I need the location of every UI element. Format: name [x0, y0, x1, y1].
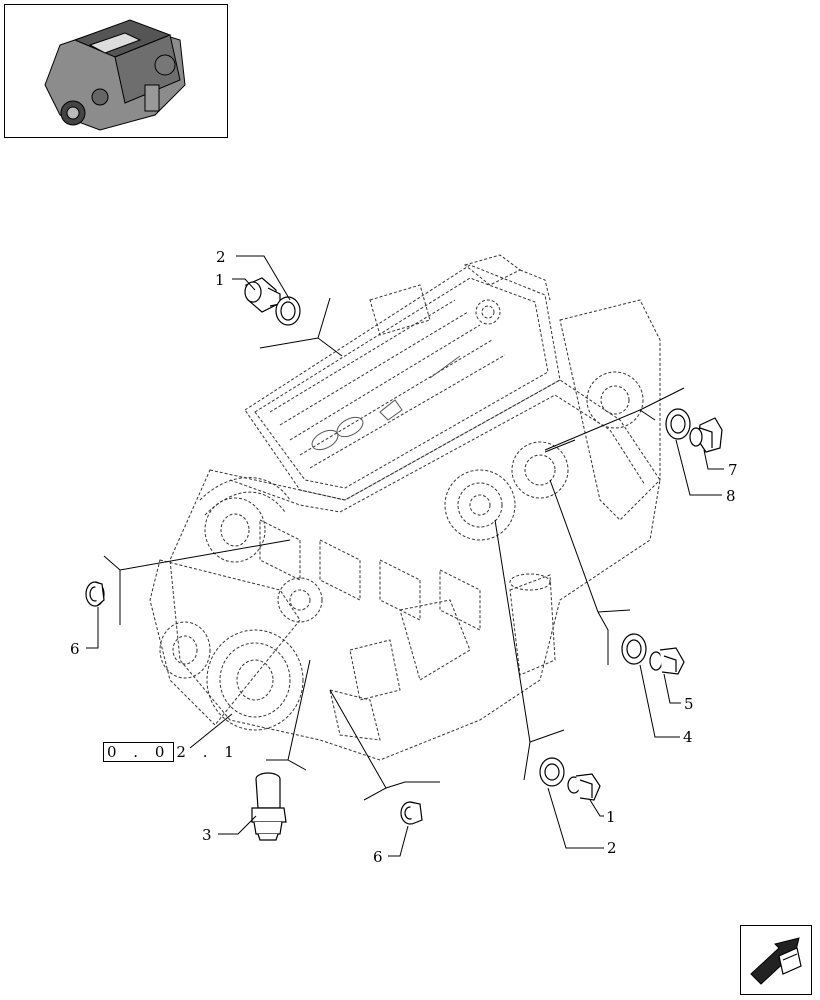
- callout-labels: 2 1 7 8 6 5 4 3 6 1 2: [70, 248, 738, 866]
- engine-drawing: [149, 254, 661, 761]
- callout-8: 8: [726, 487, 736, 505]
- callout-7: 7: [728, 461, 738, 479]
- washer-part-2-top[interactable]: [275, 296, 301, 326]
- callout-6-bottom: 6: [373, 848, 383, 866]
- callout-5: 5: [684, 695, 694, 713]
- callout-2-bottom: 2: [607, 839, 617, 857]
- plug-part-5[interactable]: [649, 647, 685, 675]
- callout-2-top: 2: [216, 248, 226, 266]
- callout-4: 4: [683, 728, 693, 746]
- washer-part-8[interactable]: [665, 408, 691, 440]
- engine-thumbnail[interactable]: [4, 4, 228, 138]
- callout-6-left: 6: [70, 640, 80, 658]
- reference-suffix-code: 2 . 1: [176, 743, 240, 761]
- cap-part-6-bottom[interactable]: [400, 801, 423, 825]
- leader-lines: [86, 255, 724, 857]
- plug-part-1-top[interactable]: [244, 277, 281, 313]
- plug-part-1-bottom[interactable]: [567, 773, 601, 801]
- callout-1-top: 1: [215, 271, 225, 289]
- plug-part-7[interactable]: [689, 417, 723, 453]
- arrow-nav-icon: [750, 937, 802, 985]
- callout-1-bottom: 1: [606, 808, 616, 826]
- engine-thumbnail-icon: [44, 19, 186, 131]
- reference-boxed-code: 0 . 0: [103, 742, 175, 762]
- washer-part-4[interactable]: [621, 633, 647, 665]
- cap-part-6-left[interactable]: [85, 581, 105, 607]
- section-reference[interactable]: 0 . 0 2 . 1: [103, 742, 240, 762]
- washer-part-2-bottom[interactable]: [539, 757, 565, 787]
- navigation-button[interactable]: [740, 925, 812, 995]
- engine-cover-text: [311, 355, 461, 451]
- fitting-part-3[interactable]: [251, 772, 287, 841]
- callout-3: 3: [202, 826, 212, 844]
